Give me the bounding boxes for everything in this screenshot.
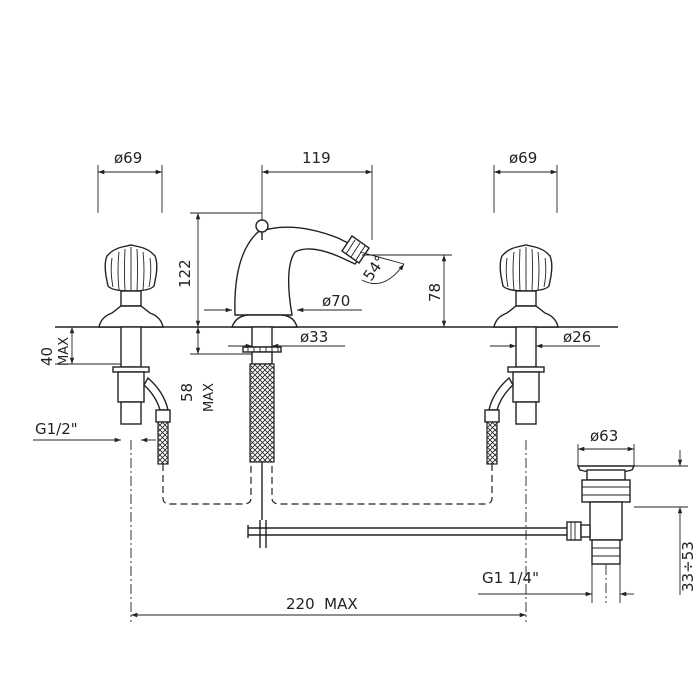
right-handle-diameter-label: ø69 xyxy=(509,149,537,167)
dim-valve-max-depth: 40 MAX xyxy=(38,327,121,366)
dim-waste-diameter: ø63 xyxy=(577,427,635,466)
pop-up-knob xyxy=(255,219,269,233)
dim-right-handle-diameter: ø69 xyxy=(493,149,558,213)
left-escutcheon xyxy=(98,305,164,328)
dim-overall-width: 220 MAX xyxy=(131,595,526,618)
dim-spout-shank-diameter: ø33 xyxy=(228,328,345,349)
right-escutcheon xyxy=(493,305,559,328)
dim-jet-height: 78 xyxy=(362,254,452,327)
waste-range-label: 33÷53 xyxy=(679,541,697,592)
right-valve xyxy=(484,244,559,465)
spout-assembly xyxy=(231,219,370,548)
spout-width-label: 119 xyxy=(302,149,331,167)
pop-up-rod xyxy=(247,525,567,538)
right-hose-end xyxy=(486,421,498,465)
dim-spout-base-diameter: ø70 xyxy=(204,292,362,313)
spout-base xyxy=(231,314,298,328)
spout-height-label: 122 xyxy=(176,259,194,288)
left-supply-hose xyxy=(162,462,252,505)
dim-left-handle-diameter: ø69 xyxy=(97,149,163,213)
overall-width-label: 220 MAX xyxy=(286,595,358,613)
waste-tail xyxy=(591,539,621,565)
spout-shank xyxy=(251,326,273,348)
dim-waste-thread: G1 1/4" xyxy=(478,564,634,603)
left-handle-diameter-label: ø69 xyxy=(114,149,142,167)
dim-jet-angle: 54° xyxy=(360,251,405,284)
dim-spout-width: 119 xyxy=(261,149,373,240)
spout-base-diameter-label: ø70 xyxy=(322,292,350,310)
left-hose-end xyxy=(157,421,169,465)
dim-waste-range: 33÷53 xyxy=(634,450,697,595)
dim-spout-height: 122 xyxy=(176,212,262,327)
waste-rod-nut xyxy=(566,521,582,541)
waste-diameter-label: ø63 xyxy=(590,427,618,445)
jet-height-label: 78 xyxy=(426,283,444,302)
dim-valve-shank-diameter: ø26 xyxy=(490,328,600,349)
valve-shank-diameter-label: ø26 xyxy=(563,328,591,346)
waste-drain xyxy=(566,465,636,565)
spout-shank-diameter-label: ø33 xyxy=(300,328,328,346)
waste-thread-label: G1 1/4" xyxy=(482,569,539,587)
valve-max-depth-label: 40 xyxy=(38,347,56,366)
valve-max-depth-note: MAX xyxy=(57,337,72,366)
left-valve xyxy=(98,244,171,465)
jet-angle-label: 54° xyxy=(360,252,390,284)
spout-threaded-tube xyxy=(249,363,275,463)
dim-spout-max-depth: 58 MAX xyxy=(178,327,252,412)
inlet-thread-label: G1/2" xyxy=(35,420,78,438)
dim-inlet-thread: G1/2" xyxy=(33,420,156,443)
right-supply-hose xyxy=(271,462,493,505)
spout-max-depth-label: 58 xyxy=(178,383,196,402)
spout-max-depth-note: MAX xyxy=(202,383,217,412)
